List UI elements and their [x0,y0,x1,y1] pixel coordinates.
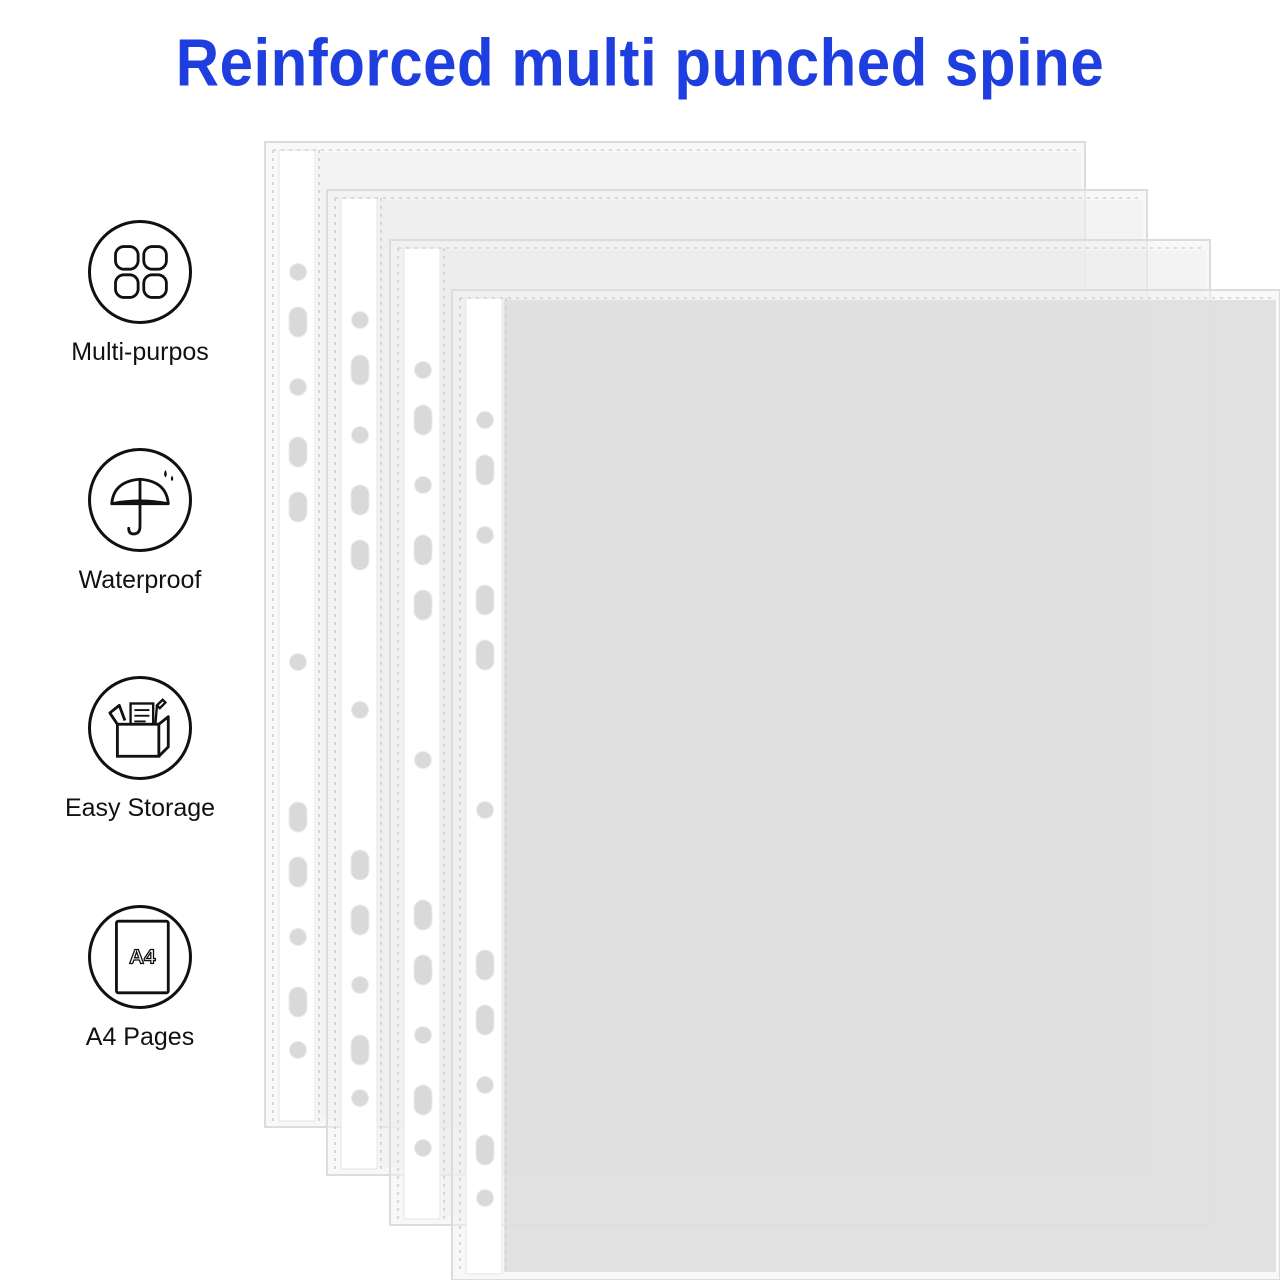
punch-hole [288,856,308,888]
punch-hole [351,701,369,719]
punch-hole [289,653,307,671]
punch-hole [289,1041,307,1059]
feature-waterproof: Waterproof [40,448,240,595]
punch-hole [414,1139,432,1157]
feature-label: Multi-purpos [71,338,209,366]
punch-hole [414,476,432,494]
feature-easy-storage: Easy Storage [40,676,240,823]
punch-hole [288,306,308,338]
punch-hole [288,986,308,1018]
punch-hole [476,1076,494,1094]
punch-hole [413,589,433,621]
punch-hole [414,361,432,379]
feature-label: Waterproof [78,566,202,594]
punch-hole [413,1084,433,1116]
punch-hole [476,1189,494,1207]
punch-hole [288,491,308,523]
headline: Reinforced multi punched spine [175,24,1105,101]
punch-hole [350,904,370,936]
punch-hole [476,526,494,544]
feature-label: Easy Storage [64,794,216,822]
a4-sheet-icon: A4 [88,905,192,1009]
punch-hole [351,976,369,994]
punch-hole [475,1134,495,1166]
punch-hole [350,1034,370,1066]
punch-hole [475,1004,495,1036]
punch-hole [476,801,494,819]
punch-hole [351,426,369,444]
punch-hole [476,411,494,429]
umbrella-rain-icon [88,448,192,552]
punch-hole [414,1026,432,1044]
feature-a4-pages: A4 A4 Pages [40,905,240,1052]
sleeve [451,289,1280,1280]
punch-hole [351,311,369,329]
punch-hole [350,849,370,881]
punch-hole [475,584,495,616]
punch-hole [289,378,307,396]
punch-hole [475,639,495,671]
four-squares-icon [88,220,192,324]
feature-multi-purpose: Multi-purpos [40,220,240,367]
a4-icon-text: A4 [129,946,156,969]
storage-box-icon [88,676,192,780]
punch-hole [350,484,370,516]
punch-hole [413,899,433,931]
punch-hole [350,354,370,386]
feature-label: A4 Pages [85,1023,195,1051]
punch-hole [289,263,307,281]
punch-hole [351,1089,369,1107]
punch-hole [413,404,433,436]
punch-hole [289,928,307,946]
punch-hole [475,454,495,486]
punch-hole [414,751,432,769]
punch-hole [413,534,433,566]
punch-hole [350,539,370,571]
punch-hole [413,954,433,986]
punch-hole [288,436,308,468]
punch-hole [475,949,495,981]
punch-hole [288,801,308,833]
